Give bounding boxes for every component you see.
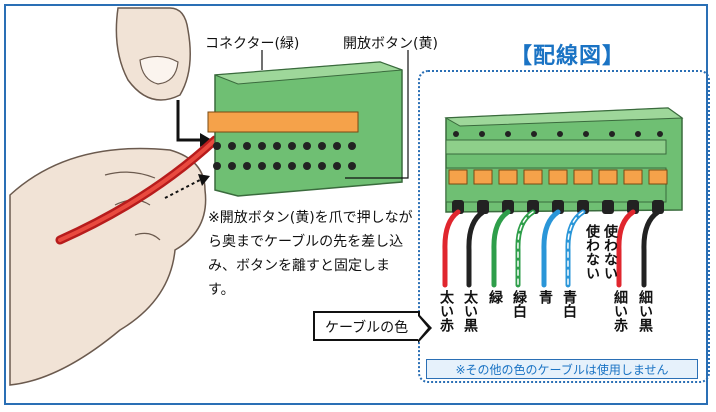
connector-icon [207,61,403,197]
wires [442,209,661,288]
hand-icon [9,147,207,386]
wiring-diagram-title: 【配線図】 [510,44,626,69]
wire-label: 緑白 [511,290,527,318]
wire-label: 青白 [561,290,577,318]
insertion-note: ※開放ボタン(黄)を爪で押しながら奥までケーブルの先を差し込み、ボタンを離すと固… [208,210,413,298]
wire-label: 太い赤 [438,290,454,332]
cable-color-label: ケーブルの色 [313,311,421,341]
release-button-callout: 開放ボタン(黄) [343,36,438,52]
finger-icon [115,7,191,101]
wire-label: 青 [537,290,553,304]
unused-label: 使わない [602,224,618,280]
warning-note: ※その他の色のケーブルは使用しません [426,359,698,379]
wire-label: 太い黒 [462,290,478,332]
wiring-diagram-panel [418,70,710,383]
unused-label: 使わない [584,224,600,280]
arrow-icon-inner [418,316,428,340]
wiring-connector-icon [444,107,684,214]
connector-callout: コネクター(緑) [205,36,300,52]
wire-label: 緑 [487,290,503,304]
wire-label: 細い黒 [637,290,653,332]
wire-label: 細い赤 [612,290,628,332]
